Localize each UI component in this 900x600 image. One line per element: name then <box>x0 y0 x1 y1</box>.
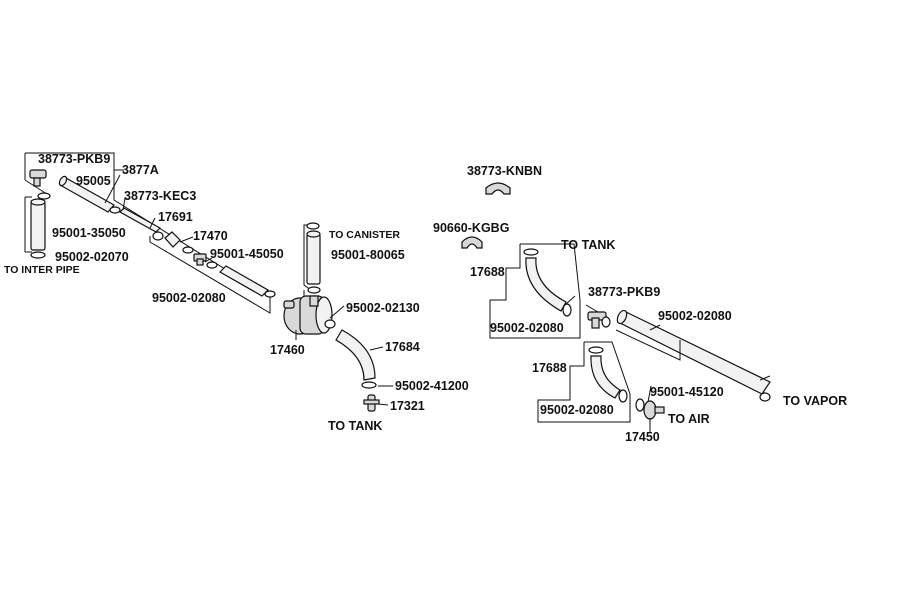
label-to-inter-pipe: TO INTER PIPE <box>4 264 80 276</box>
clamp-90660-kgbg-part <box>461 236 483 249</box>
leader-line <box>204 257 213 263</box>
valve-17321-part <box>363 394 380 412</box>
label-95005: 95005 <box>76 174 111 188</box>
label-38773-knbn: 38773-KNBN <box>467 164 542 178</box>
label-3877a: 3877A <box>122 163 159 177</box>
center-group: TO CANISTER 95001-80065 95002-02130 1746… <box>270 222 469 433</box>
leader-line <box>585 304 599 313</box>
clamp-part <box>601 316 611 328</box>
t-joint-part <box>193 253 207 266</box>
clamp-part <box>182 246 194 254</box>
label-95001-45120: 95001-45120 <box>650 385 724 399</box>
leader-line <box>104 174 121 204</box>
hose-17688-upper-part <box>525 257 567 312</box>
hose-95001-80065-part <box>306 230 321 285</box>
hose-17470-part <box>164 231 181 248</box>
clamp-part <box>264 290 276 298</box>
label-to-tank-center: TO TANK <box>328 419 382 433</box>
t-joint-38773-pkb9-part <box>587 311 607 329</box>
clamp-part <box>30 251 46 259</box>
label-95001-80065: 95001-80065 <box>331 248 405 262</box>
clamp-part <box>588 346 604 354</box>
hose-17688-lower-part <box>590 355 621 399</box>
leader-line <box>179 236 194 243</box>
hose-95001-35050-part <box>30 198 46 251</box>
leader-line <box>149 217 156 229</box>
clamp-part <box>523 248 539 256</box>
label-95002-41200: 95002-41200 <box>395 379 469 393</box>
bracket-line <box>759 375 771 381</box>
label-95002-02080-long: 95002-02080 <box>658 309 732 323</box>
label-17470: 17470 <box>193 229 228 243</box>
label-17321: 17321 <box>390 399 425 413</box>
pump-17460-part <box>283 295 333 335</box>
leader-line <box>565 295 576 305</box>
clamp-part <box>618 389 628 403</box>
label-95002-02130: 95002-02130 <box>346 301 420 315</box>
clamp-part <box>152 231 164 241</box>
bracket-line <box>615 329 681 361</box>
label-38773-kec3: 38773-KEC3 <box>124 189 196 203</box>
long-hose-part <box>616 309 771 395</box>
label-95002-02080-lower: 95002-02080 <box>540 403 614 417</box>
left-group: 38773-PKB9 3877A 95005 38773-KEC3 17691 … <box>4 152 284 314</box>
clamp-part <box>324 319 336 329</box>
leader-line <box>329 305 345 319</box>
hose-17684-part <box>335 329 376 381</box>
hose-95001-45050-part <box>219 265 269 297</box>
clamp-part <box>109 206 121 214</box>
label-95001-35050: 95001-35050 <box>52 226 126 240</box>
leader-line <box>377 403 389 406</box>
label-17691: 17691 <box>158 210 193 224</box>
leader-line <box>369 346 384 351</box>
label-38773-pkb9: 38773-PKB9 <box>38 152 110 166</box>
label-17684: 17684 <box>385 340 420 354</box>
leader-line <box>647 385 652 403</box>
filter-17450-part <box>635 398 665 420</box>
clamp-part <box>759 392 771 402</box>
label-to-canister: TO CANISTER <box>329 229 400 241</box>
label-95002-02080-upper: 95002-02080 <box>490 321 564 335</box>
label-17688-upper: 17688 <box>470 265 505 279</box>
label-95002-02070: 95002-02070 <box>55 250 129 264</box>
clamp-part <box>206 261 218 269</box>
label-95002-02080: 95002-02080 <box>152 291 226 305</box>
clamp-part <box>37 192 51 200</box>
leader-line <box>649 324 661 331</box>
label-to-tank-right: TO TANK <box>561 238 615 252</box>
label-17460: 17460 <box>270 343 305 357</box>
leader-line <box>122 197 126 211</box>
label-38773-pkb9-right: 38773-PKB9 <box>588 285 660 299</box>
clamp-part <box>361 381 377 389</box>
clamp-part <box>562 303 572 317</box>
clamp-part <box>306 222 320 230</box>
pipe-clip-part <box>29 169 47 187</box>
label-to-vapor: TO VAPOR <box>783 394 847 408</box>
right-group: 38773-KNBN 90660-KGBG TO TANK 17688 3877… <box>433 164 847 444</box>
label-95001-45050: 95001-45050 <box>210 247 284 261</box>
label-to-air: TO AIR <box>668 412 710 426</box>
lower-group-box <box>537 341 631 423</box>
label-17450: 17450 <box>625 430 660 444</box>
clamp-38773-knbn-part <box>485 182 511 195</box>
clamp-part <box>307 286 321 294</box>
upper-group-box <box>489 243 581 339</box>
label-17688-lower: 17688 <box>532 361 567 375</box>
label-90660-kgbg: 90660-KGBG <box>433 221 509 235</box>
hose-95005-part <box>58 175 115 213</box>
